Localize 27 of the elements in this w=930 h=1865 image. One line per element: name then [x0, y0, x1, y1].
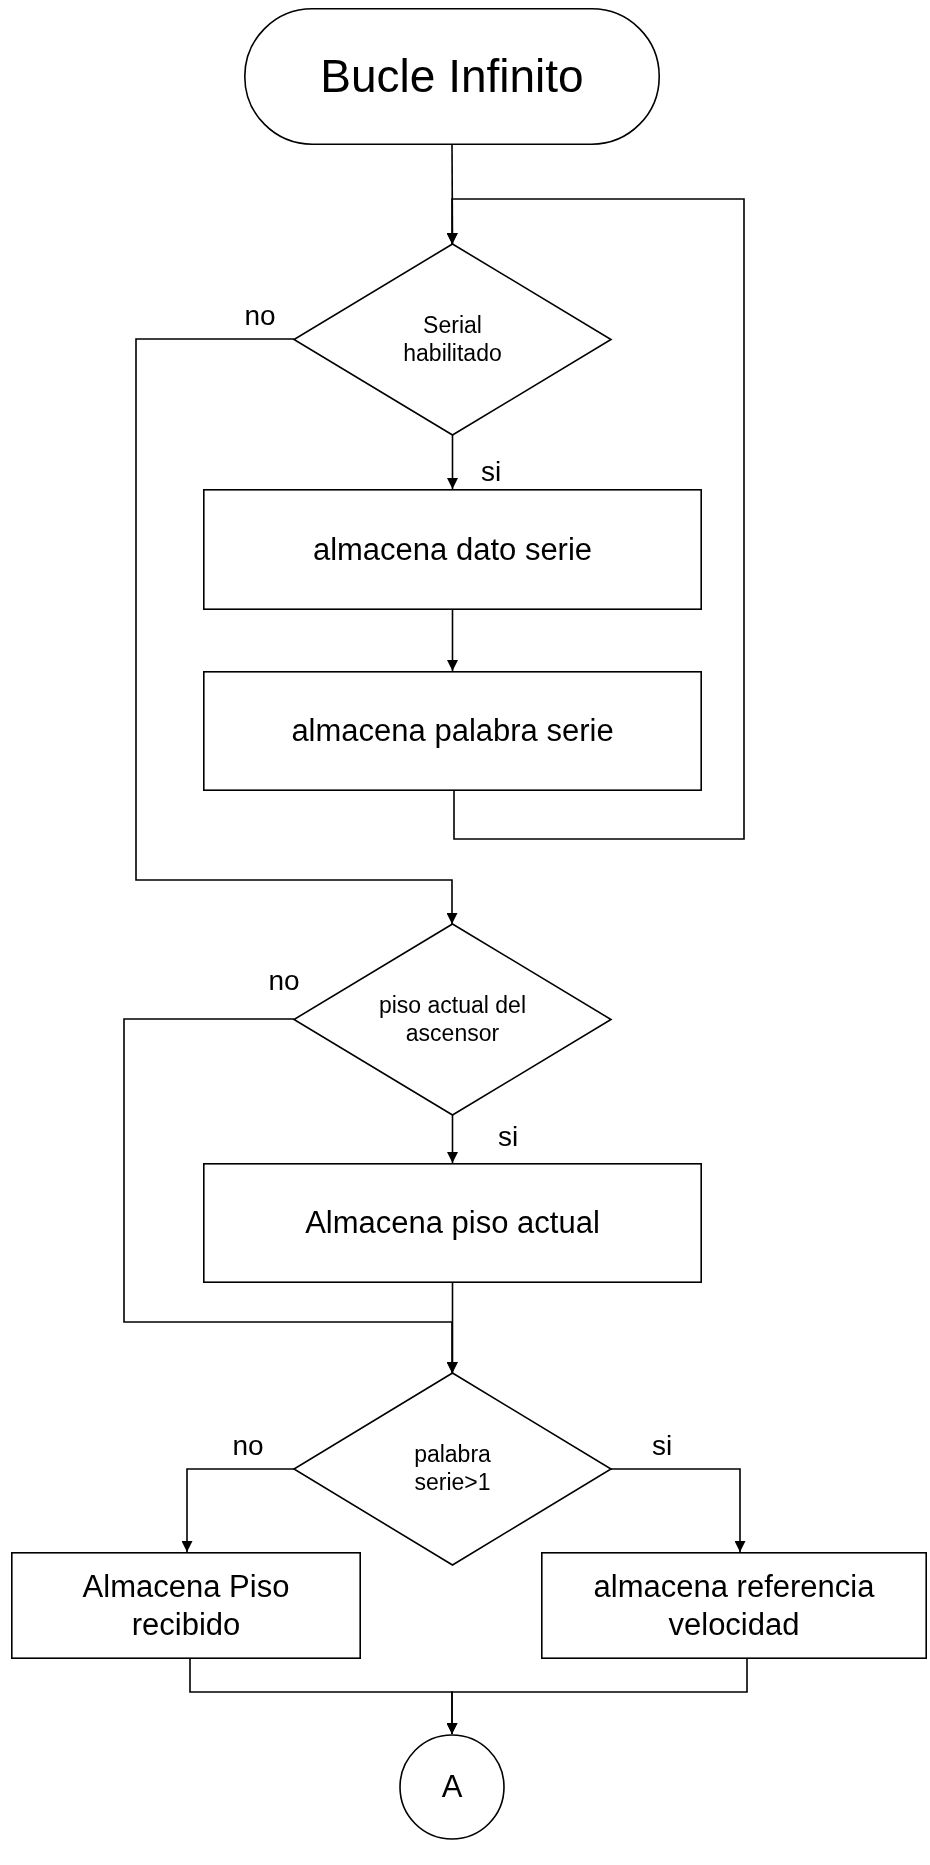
arrow [181, 1468, 295, 1553]
node-label: palabra serie>1 [413, 1441, 492, 1497]
arrow [610, 1468, 746, 1553]
arrow [447, 434, 458, 490]
node-label: Serial habilitado [402, 311, 503, 368]
decision-diamond [294, 1373, 611, 1565]
node-label: almacena palabra serie [291, 712, 614, 750]
node-label: almacena dato serie [312, 530, 593, 569]
node-label: Bucle Infinito [320, 48, 584, 104]
arrow [447, 1114, 458, 1164]
node-label: almacena referencia velocidad [592, 1568, 876, 1643]
process-box [203, 671, 702, 791]
node-label: Almacena piso actual [305, 1204, 600, 1242]
arrow [135, 338, 458, 925]
node-label: Almacena Piso recibido [81, 1568, 291, 1643]
node-label: piso actual del ascensor [377, 991, 527, 1048]
process-box [203, 489, 702, 610]
process-box [203, 1163, 702, 1283]
connector-circle [399, 1734, 505, 1840]
arrow [446, 198, 745, 840]
arrow [447, 609, 458, 672]
decision-diamond [294, 244, 611, 435]
node-label: A [441, 1768, 463, 1806]
process-box [541, 1552, 927, 1659]
process-box [11, 1552, 361, 1659]
arrow [123, 1018, 458, 1374]
arrow [446, 1658, 748, 1735]
